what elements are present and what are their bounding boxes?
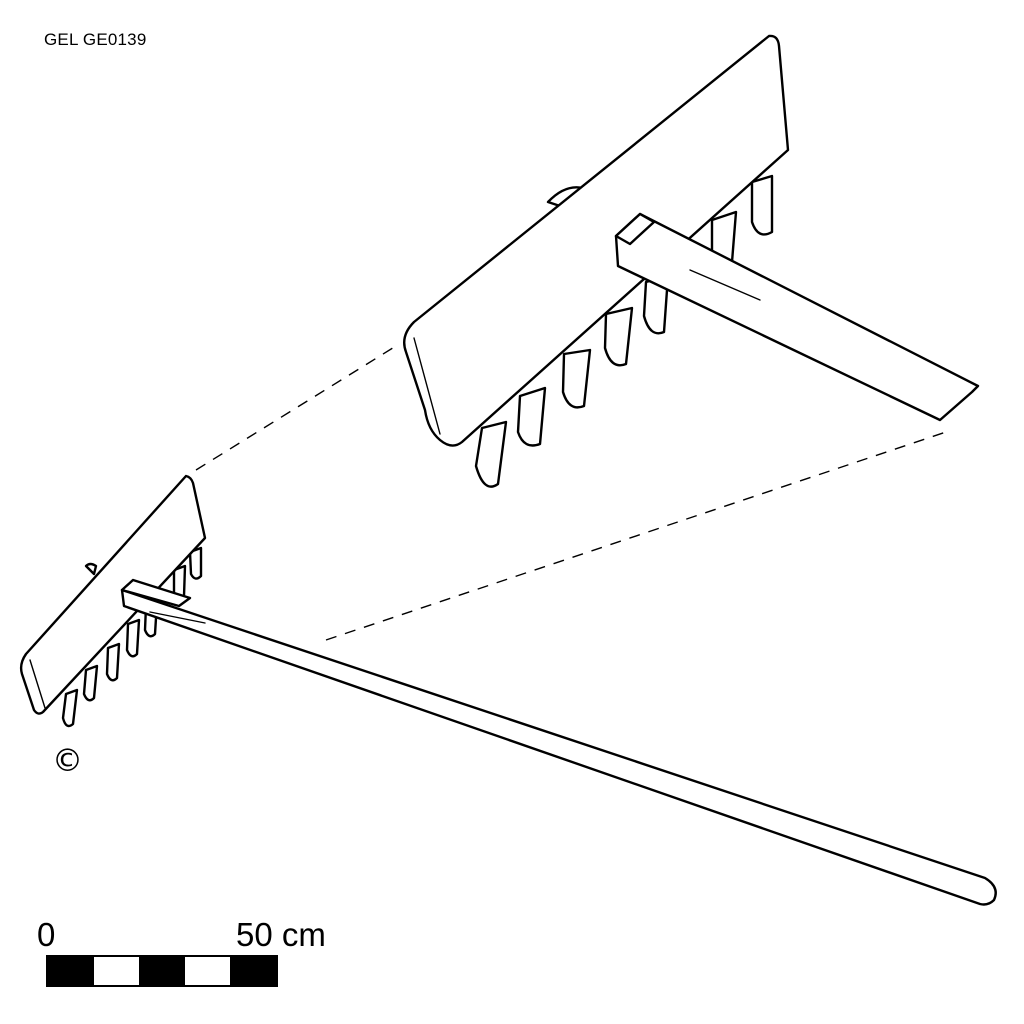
projection-lines: [195, 345, 947, 641]
scale-segment-5: [230, 957, 276, 985]
detail-rake-head: [403, 34, 980, 488]
scale-segment-1: [48, 957, 94, 985]
small-rake: [19, 474, 997, 906]
catalog-id-label: GEL GE0139: [44, 30, 147, 49]
scale-segment-3: [139, 957, 185, 985]
scale-segment-4: [184, 957, 231, 985]
small-rake-head: [19, 474, 207, 715]
copyright-symbol: ©: [52, 743, 83, 779]
scale-end-label: 50 cm: [236, 916, 326, 953]
detail-head-block: [403, 34, 790, 447]
scale-bar: [46, 955, 278, 987]
small-rake-handle: [120, 578, 997, 906]
detail-handle: [614, 212, 980, 422]
scale-segment-2: [93, 957, 140, 985]
scale-start-label: 0: [37, 916, 56, 953]
